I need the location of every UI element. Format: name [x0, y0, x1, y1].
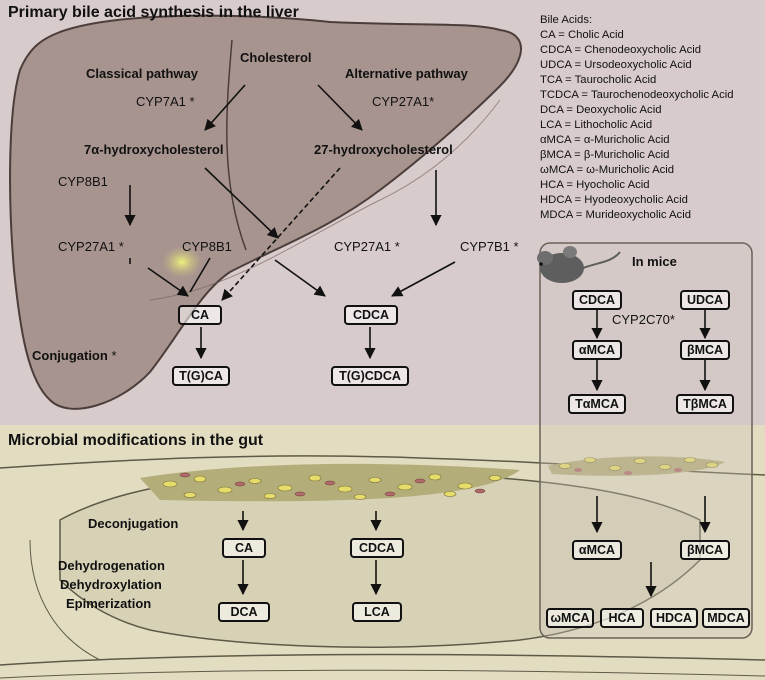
legend-item: CDCA = Chenodeoxycholic Acid: [540, 44, 702, 56]
cdca-liver-box: CDCA: [344, 305, 398, 325]
cyp8b1-left-label: CYP8B1: [58, 174, 108, 189]
cyp27a1-top-label: CYP27A1*: [372, 94, 435, 109]
liver-section-title: Primary bile acid synthesis in the liver: [8, 4, 299, 21]
mice-gut-bmca-box: βMCA: [680, 540, 730, 560]
mice-mdca-box: MDCA: [702, 608, 750, 628]
legend-item: αMCA = α-Muricholic Acid: [540, 134, 670, 146]
legend-item: UDCA = Ursodeoxycholic Acid: [540, 59, 692, 71]
legend-heading: Bile Acids:: [540, 14, 593, 26]
mice-udca-box: UDCA: [680, 290, 730, 310]
tgcdca-box: T(G)CDCA: [331, 366, 409, 386]
cyp7a1-label: CYP7A1 *: [136, 94, 195, 109]
cholesterol-label: Cholesterol: [240, 50, 312, 65]
mice-cdca-box: CDCA: [572, 290, 622, 310]
27-hydroxycholesterol-label: 27-hydroxycholesterol: [314, 142, 453, 157]
gut-cdca-box: CDCA: [350, 538, 404, 558]
mice-bmca-box: βMCA: [680, 340, 730, 360]
epimerization-label: Epimerization: [66, 596, 152, 611]
conjugation-label: Conjugation *: [32, 348, 117, 363]
legend-item: MDCA = Murideoxycholic Acid: [540, 209, 691, 221]
deconjugation-label: Deconjugation: [88, 516, 179, 531]
dehydrogenation-label: Dehydrogenation: [58, 558, 165, 573]
ca-liver-box: CA: [178, 305, 222, 325]
liver-shape: [9, 14, 522, 410]
legend-item: HDCA = Hyodeoxycholic Acid: [540, 194, 688, 206]
liver-edge-line: [149, 99, 501, 301]
mice-panel-title: In mice: [632, 254, 677, 269]
tgca-box: T(G)CA: [172, 366, 230, 386]
7a-hydroxycholesterol-label: 7α-hydroxycholesterol: [84, 142, 224, 157]
mice-tamca-box: TαMCA: [568, 394, 626, 414]
mice-gut-amca-box: αMCA: [572, 540, 622, 560]
cyp27a1-right-label: CYP27A1 *: [334, 239, 400, 254]
cyp7b1-label: CYP7B1 *: [460, 239, 519, 254]
alternative-pathway-label: Alternative pathway: [345, 66, 468, 81]
cyp27a1-left-label: CYP27A1 *: [58, 239, 124, 254]
gut-microbiota-band: [140, 463, 520, 502]
mice-wmca-box: ωMCA: [546, 608, 594, 628]
gut-section-title: Microbial modifications in the gut: [8, 432, 264, 449]
legend-item: DCA = Deoxycholic Acid: [540, 104, 662, 116]
mice-hdca-box: HDCA: [650, 608, 698, 628]
legend-item: βMCA = β-Muricholic Acid: [540, 149, 670, 161]
gut-bottom-line: [0, 653, 765, 666]
mouse-icon: [537, 246, 621, 283]
gallbladder: [162, 246, 202, 278]
legend-item: TCA = Taurocholic Acid: [540, 74, 657, 86]
liver-pathway-arrows: [124, 84, 456, 360]
gut-lca-box: LCA: [352, 602, 402, 622]
gut-ca-box: CA: [222, 538, 266, 558]
legend-item: CA = Cholic Acid: [540, 29, 624, 41]
legend-item: HCA = Hyocholic Acid: [540, 179, 650, 191]
mice-hca-box: HCA: [600, 608, 644, 628]
dehydroxylation-label: Dehydroxylation: [60, 577, 162, 592]
classical-pathway-label: Classical pathway: [86, 66, 198, 81]
legend-item: ωMCA = ω-Muricholic Acid: [540, 164, 675, 176]
mice-tbmca-box: TβMCA: [676, 394, 734, 414]
legend-item: LCA = Lithocholic Acid: [540, 119, 653, 131]
gut-dca-box: DCA: [218, 602, 270, 622]
legend-item: TCDCA = Taurochenodeoxycholic Acid: [540, 89, 734, 101]
gut-bottom-line-2: [0, 669, 765, 679]
cyp8b1-mid-label: CYP8B1: [182, 239, 232, 254]
cyp2c70-label: CYP2C70*: [612, 312, 675, 327]
gut-pathway-arrows: [237, 511, 382, 596]
mice-microbiota-band: [548, 456, 725, 476]
mice-pathway-arrows: [591, 310, 711, 598]
liver-lobe-line: [226, 39, 247, 251]
mice-amca-box: αMCA: [572, 340, 622, 360]
gut-inner-line: [29, 539, 101, 661]
